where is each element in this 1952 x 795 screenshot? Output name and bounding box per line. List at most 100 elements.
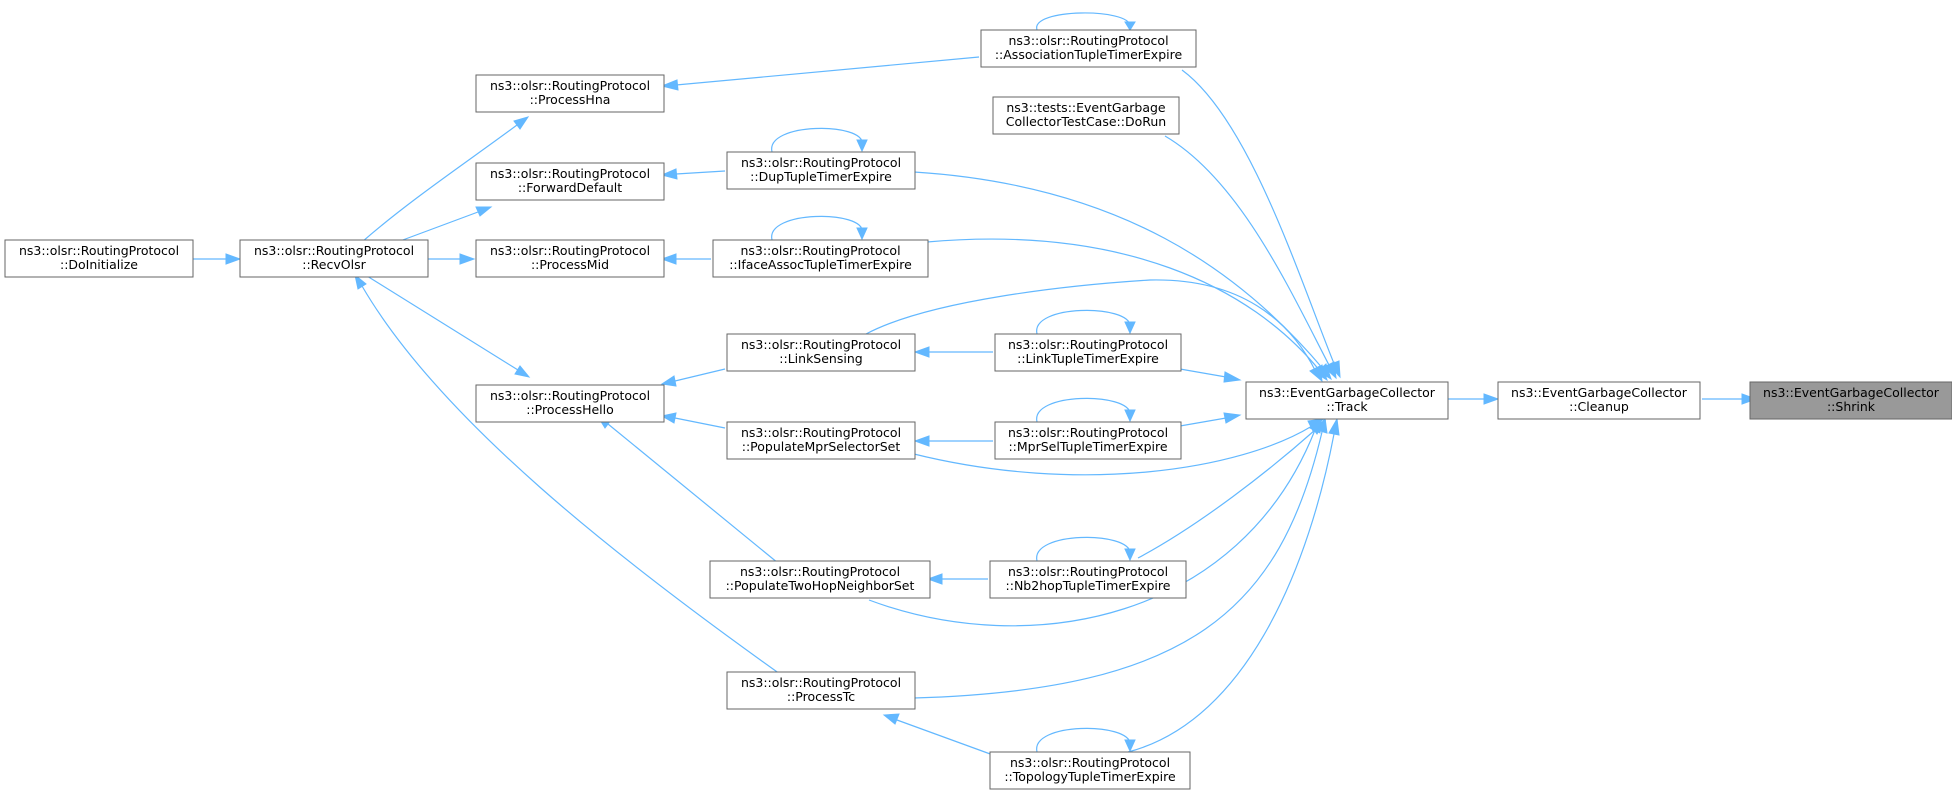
node-linksens[interactable]: ns3::olsr::RoutingProtocol::LinkSensing	[726, 333, 916, 372]
node-label-line2: ::ProcessMid	[531, 257, 609, 272]
node-track[interactable]: ns3::EventGarbageCollector::Track	[1245, 381, 1449, 420]
node-label-line1: ns3::olsr::RoutingProtocol	[741, 675, 901, 690]
node-recv[interactable]: ns3::olsr::RoutingProtocol::RecvOlsr	[239, 239, 429, 278]
node-shrink[interactable]: ns3::EventGarbageCollector::Shrink	[1749, 381, 1952, 420]
node-label-line2: ::ProcessTc	[787, 689, 855, 704]
node-label-line2: ::ForwardDefault	[518, 180, 622, 195]
node-dup[interactable]: ns3::olsr::RoutingProtocol::DupTupleTime…	[726, 151, 916, 190]
edge-mprsel-track	[1179, 412, 1242, 427]
node-label-line1: ns3::olsr::RoutingProtocol	[741, 155, 901, 170]
edge-dup-fwd	[660, 168, 726, 180]
node-label-line1: ns3::olsr::RoutingProtocol	[490, 78, 650, 93]
node-box	[239, 239, 429, 278]
node-label-line2: CollectorTestCase::DoRun	[1006, 114, 1166, 129]
node-label-line2: ::PopulateTwoHopNeighborSet	[726, 578, 915, 593]
edge-mprsel-self	[1036, 397, 1136, 423]
node-label-line2: ::Track	[1326, 399, 1368, 414]
node-label-line1: ns3::EventGarbageCollector	[1763, 385, 1940, 400]
edge-mprsel-popmpr	[913, 435, 993, 447]
node-cleanup[interactable]: ns3::EventGarbageCollector::Cleanup	[1497, 381, 1701, 420]
edge-nb2-self	[1036, 536, 1136, 562]
node-assoc[interactable]: ns3::olsr::RoutingProtocol::AssociationT…	[980, 29, 1197, 68]
node-box	[475, 239, 665, 278]
node-box	[726, 333, 916, 372]
edge-topo-proctc	[882, 713, 994, 756]
node-label-line2: ::ProcessHna	[530, 92, 611, 107]
node-label-line1: ns3::olsr::RoutingProtocol	[741, 425, 901, 440]
edge-fwd-recv	[391, 206, 493, 245]
node-label-line2: ::MprSelTupleTimerExpire	[1008, 439, 1167, 454]
node-box	[709, 560, 931, 599]
edge-topo-track	[1127, 417, 1340, 753]
node-label-line1: ns3::tests::EventGarbage	[1006, 100, 1166, 115]
edge-recv-doinit	[192, 253, 242, 265]
node-label-line2: ::RecvOlsr	[302, 257, 366, 272]
node-label-line2: ::Cleanup	[1569, 399, 1629, 414]
node-dorun[interactable]: ns3::tests::EventGarbageCollectorTestCas…	[992, 96, 1180, 135]
node-box	[712, 239, 929, 278]
node-label-line1: ns3::olsr::RoutingProtocol	[741, 337, 901, 352]
node-label-line1: ns3::olsr::RoutingProtocol	[490, 243, 650, 258]
node-box	[1749, 381, 1952, 420]
edge-linksens-prochello	[660, 368, 726, 387]
node-linkexp[interactable]: ns3::olsr::RoutingProtocol::LinkTupleTim…	[994, 333, 1182, 372]
node-box	[475, 384, 665, 423]
node-prochello[interactable]: ns3::olsr::RoutingProtocol::ProcessHello	[475, 384, 665, 423]
node-iface[interactable]: ns3::olsr::RoutingProtocol::IfaceAssocTu…	[712, 239, 929, 278]
edge-dup-self	[771, 127, 868, 153]
edge-cleanup-shrink	[1702, 393, 1758, 405]
node-box	[989, 560, 1187, 599]
edge-proctc-recv	[354, 273, 781, 675]
node-label-line1: ns3::olsr::RoutingProtocol	[19, 243, 179, 258]
node-label-line1: ns3::olsr::RoutingProtocol	[1008, 337, 1168, 352]
node-box	[475, 162, 665, 201]
node-procmid[interactable]: ns3::olsr::RoutingProtocol::ProcessMid	[475, 239, 665, 278]
edge-prochello-recv	[366, 275, 531, 378]
edge-linkexp-track	[1179, 368, 1242, 383]
node-topo[interactable]: ns3::olsr::RoutingProtocol::TopologyTupl…	[989, 751, 1191, 790]
node-label-line2: ::LinkTupleTimerExpire	[1017, 351, 1159, 366]
edge-nb2-poptwo	[926, 573, 988, 585]
edge-prochna-recv	[361, 116, 530, 243]
node-label-line1: ns3::EventGarbageCollector	[1259, 385, 1436, 400]
edges-layer	[192, 12, 1758, 756]
node-proctc[interactable]: ns3::olsr::RoutingProtocol::ProcessTc	[726, 671, 916, 710]
node-box	[989, 751, 1191, 790]
node-box	[475, 74, 665, 113]
node-mprsel[interactable]: ns3::olsr::RoutingProtocol::MprSelTupleT…	[994, 421, 1182, 460]
node-box	[1497, 381, 1701, 420]
node-fwd[interactable]: ns3::olsr::RoutingProtocol::ForwardDefau…	[475, 162, 665, 201]
node-box	[994, 421, 1182, 460]
nodes-layer: ns3::EventGarbageCollector::Shrinkns3::E…	[4, 29, 1952, 790]
node-label-line2: ::DoInitialize	[60, 257, 138, 272]
node-label-line2: ::IfaceAssocTupleTimerExpire	[729, 257, 912, 272]
edge-iface-procmid	[660, 253, 711, 265]
edge-linkexp-self	[1036, 309, 1136, 335]
node-box	[1245, 381, 1449, 420]
node-label-line2: ::LinkSensing	[779, 351, 862, 366]
edge-dorun-track	[1164, 135, 1337, 380]
node-box	[726, 671, 916, 710]
node-label-line1: ns3::olsr::RoutingProtocol	[740, 243, 900, 258]
edge-topo-self	[1036, 727, 1136, 753]
node-box	[994, 333, 1182, 372]
node-box	[726, 151, 916, 190]
node-box	[992, 96, 1180, 135]
node-label-line2: ::Nb2hopTupleTimerExpire	[1006, 578, 1171, 593]
node-label-line1: ns3::olsr::RoutingProtocol	[740, 564, 900, 579]
node-label-line2: ::AssociationTupleTimerExpire	[995, 47, 1183, 62]
node-label-line1: ns3::olsr::RoutingProtocol	[490, 166, 650, 181]
edge-proctc-track	[913, 416, 1328, 699]
node-box	[726, 421, 916, 460]
node-popmpr[interactable]: ns3::olsr::RoutingProtocol::PopulateMprS…	[726, 421, 916, 460]
edge-assoc-prochna	[660, 56, 980, 91]
node-label-line2: ::ProcessHello	[526, 402, 614, 417]
node-doinit[interactable]: ns3::olsr::RoutingProtocol::DoInitialize	[4, 239, 194, 278]
node-nb2[interactable]: ns3::olsr::RoutingProtocol::Nb2hopTupleT…	[989, 560, 1187, 599]
node-label-line1: ns3::olsr::RoutingProtocol	[254, 243, 414, 258]
edge-linkexp-linksens	[913, 346, 993, 358]
node-prochna[interactable]: ns3::olsr::RoutingProtocol::ProcessHna	[475, 74, 665, 113]
node-label-line1: ns3::olsr::RoutingProtocol	[1010, 755, 1170, 770]
node-poptwo[interactable]: ns3::olsr::RoutingProtocol::PopulateTwoH…	[709, 560, 931, 599]
edge-popmpr-prochello	[660, 412, 726, 429]
